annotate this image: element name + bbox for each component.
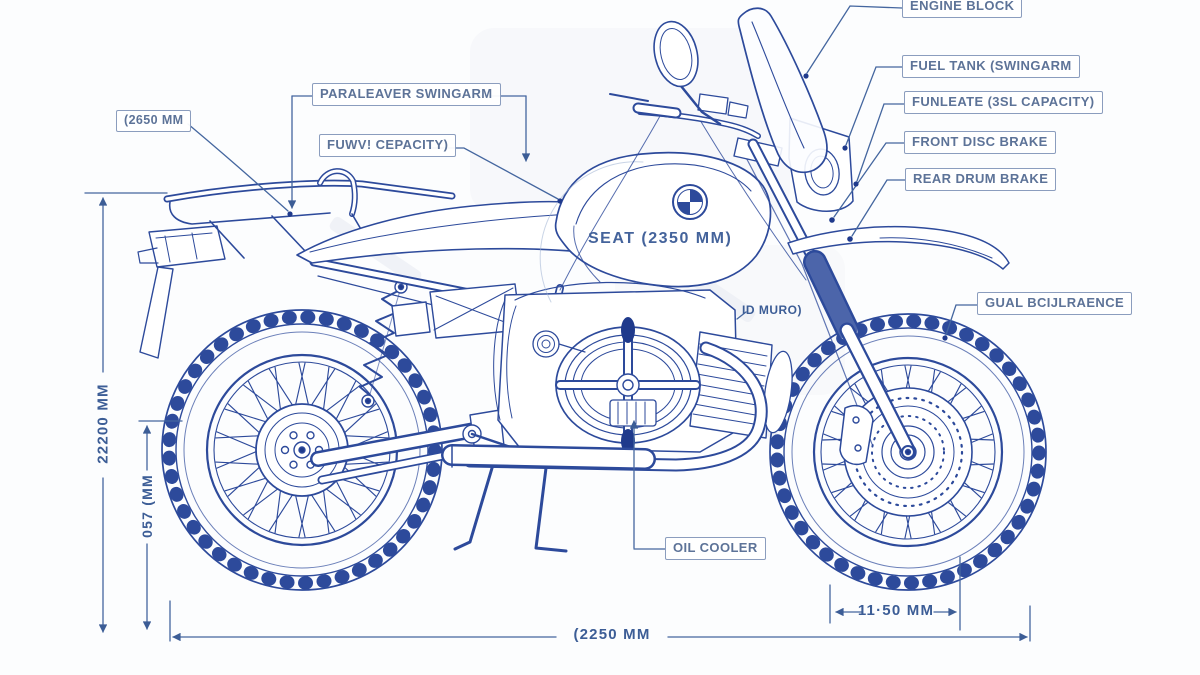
engine bbox=[493, 281, 793, 453]
label-wheelbase-dim: (2650 MM bbox=[116, 110, 192, 132]
oil-cooler-unit bbox=[609, 399, 657, 427]
front-dim-ticks bbox=[829, 556, 961, 631]
engine-note-text: ID MURO) bbox=[742, 303, 802, 317]
fairing bbox=[737, 7, 854, 212]
leader-rear-drum bbox=[851, 179, 906, 237]
rear-wheel-spokes bbox=[215, 362, 389, 538]
label-fuel-capacity-left: FUWV! CEPACITY) bbox=[319, 134, 457, 157]
leader-id-muro bbox=[736, 311, 747, 320]
rear-wheel bbox=[161, 309, 443, 591]
rear-tire-knobs bbox=[162, 310, 442, 590]
side-cover bbox=[391, 301, 431, 337]
windscreen bbox=[737, 7, 828, 174]
front-tire-knobs bbox=[770, 314, 1046, 590]
label-front-disc-brake: FRONT DISC BRAKE bbox=[904, 131, 1056, 154]
mirror bbox=[653, 20, 699, 88]
label-ground-clearance: GUAL BCIJLRAENCE bbox=[977, 292, 1133, 315]
leader-ground-clearance bbox=[945, 304, 978, 336]
leader-fuel-tank bbox=[845, 66, 903, 146]
leader-fuel-capacity-right bbox=[856, 103, 905, 182]
instrument-pod bbox=[697, 93, 729, 115]
overall-height-dimension-text: 22200 MM bbox=[94, 383, 112, 464]
seat-height-dimension-text: 057 (MM bbox=[139, 474, 155, 538]
front-wheel-dimension-text: 11·50 MM bbox=[857, 602, 935, 619]
overall-length-dimension-text: (2250 MM bbox=[573, 626, 651, 643]
leader-dots bbox=[287, 73, 948, 341]
label-fuel-tank: FUEL TANK (SWINGARM bbox=[902, 55, 1080, 78]
front-fender bbox=[787, 225, 1010, 270]
leader-dim-2650 bbox=[187, 123, 289, 212]
clutch-cable bbox=[559, 115, 661, 291]
carburetor bbox=[532, 330, 560, 358]
leader-engine-block bbox=[806, 5, 903, 74]
label-fuel-capacity-right: FUNLEATE (3SL CAPACITY) bbox=[904, 91, 1103, 114]
brake-hose bbox=[699, 119, 807, 281]
length-dim-ticks bbox=[169, 600, 1031, 642]
handlebar-area bbox=[559, 20, 807, 291]
seat-dimension-text: SEAT (2350 MM) bbox=[588, 230, 733, 247]
exhaust bbox=[441, 341, 768, 472]
brake-caliper bbox=[839, 404, 874, 466]
clutch-lever bbox=[609, 93, 649, 102]
label-engine-block: ENGINE BLOCK bbox=[902, 0, 1023, 18]
rear-mudflap bbox=[139, 266, 174, 359]
fuel-tank bbox=[539, 151, 772, 303]
taillight bbox=[148, 225, 226, 268]
bmw-roundel bbox=[672, 184, 708, 220]
mirror-stem bbox=[679, 84, 722, 126]
tail-section bbox=[137, 168, 456, 359]
label-oil-cooler: OIL COOLER bbox=[665, 537, 766, 560]
leader-front-disc bbox=[833, 142, 905, 218]
annotation-lines bbox=[84, 5, 1031, 642]
label-rear-drum-brake: REAR DRUM BRAKE bbox=[905, 168, 1057, 191]
label-paralever-swingarm: PARALEAVER SWINGARM bbox=[312, 83, 501, 106]
